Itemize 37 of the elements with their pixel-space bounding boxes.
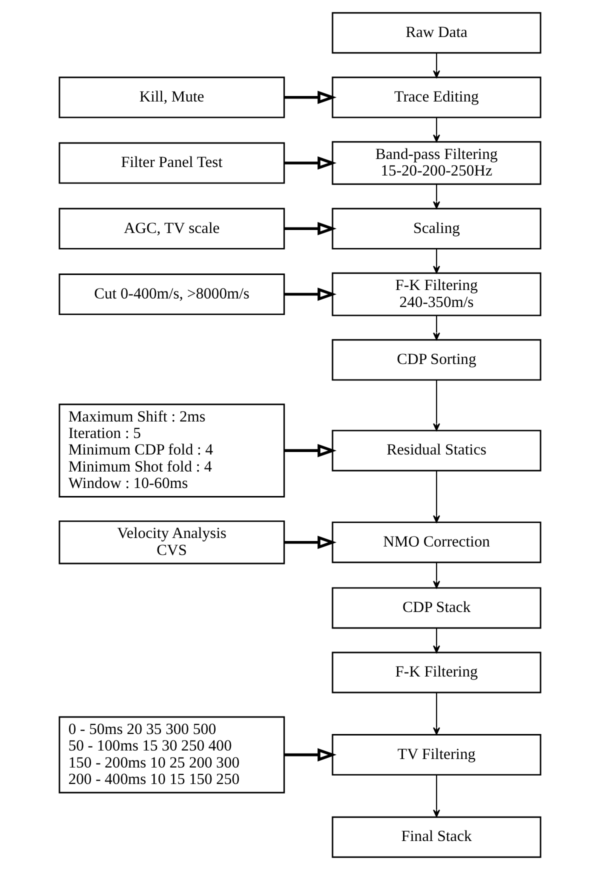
arrow (284, 90, 337, 104)
node-box: Kill, Mute (58, 76, 285, 118)
arrow (284, 222, 337, 236)
arrow (432, 118, 440, 142)
arrow (432, 184, 440, 209)
node-box: AGC, TV scale (58, 208, 285, 250)
arrow (432, 774, 440, 818)
node-box: Final Stack (332, 816, 542, 858)
node-box: Filter Panel Test (58, 142, 285, 184)
node-box: 0 - 50ms 20 35 300 500 50 - 100ms 15 30 250 400 150 - 200ms 10 25 200 300 200 - 400ms 10 15 150 250 (58, 716, 285, 794)
node-box: Velocity Analysis CVS (58, 520, 285, 564)
arrow (284, 288, 337, 301)
node-box: Residual Statics (332, 430, 542, 472)
arrow (432, 53, 440, 78)
node-box: NMO Correction (332, 522, 542, 564)
node-box: CDP Stack (332, 587, 542, 629)
node-box: Maximum Shift : 2ms Iteration : 5 Minimum CDP fold : 4 Minimum Shot fold : 4 Window : 10-60ms (58, 404, 285, 498)
node-box: Raw Data (332, 12, 542, 54)
arrow (284, 156, 337, 170)
node-box: Cut 0-400m/s, >8000m/s (58, 274, 285, 316)
arrow (432, 315, 440, 340)
node-box: F-K Filtering (332, 652, 542, 694)
node-box: TV Filtering (332, 734, 542, 776)
arrow (432, 248, 440, 274)
arrow (432, 380, 440, 431)
arrow (284, 536, 337, 549)
arrow (284, 444, 337, 458)
node-box: F-K Filtering 240-350m/s (332, 272, 542, 316)
arrow (432, 692, 440, 735)
arrow (284, 748, 337, 762)
node-box: CDP Sorting (332, 339, 542, 381)
node-box: Band-pass Filtering 15-20-200-250Hz (332, 141, 542, 185)
arrow (432, 628, 440, 654)
arrow (432, 562, 440, 588)
node-box: Scaling (332, 208, 542, 250)
arrow (432, 470, 440, 523)
node-box: Trace Editing (332, 76, 542, 118)
